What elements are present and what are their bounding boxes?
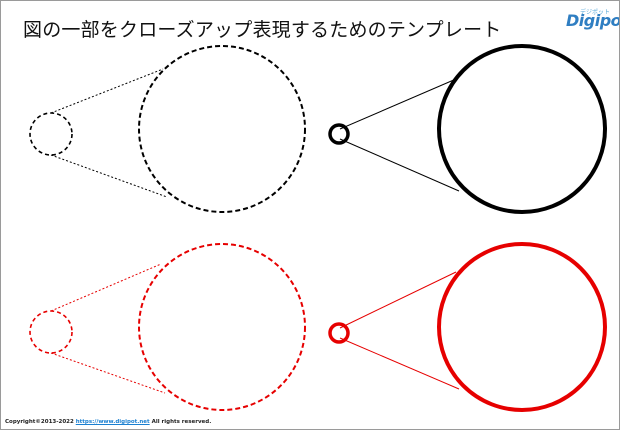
connector-line-bottom	[339, 138, 460, 192]
zoom-circle	[437, 44, 607, 214]
connector-line-top	[339, 271, 457, 329]
connector-line-top	[339, 78, 457, 130]
copyright-footer: Copyright©2013-2022 https://www.digipot.…	[5, 419, 211, 425]
closeup-black-dashed	[29, 45, 306, 213]
connector-line-top	[50, 263, 162, 312]
logo-text: Digipot	[566, 11, 619, 30]
zoom-circle	[437, 242, 607, 412]
logo: デジポット Digipot	[566, 7, 619, 37]
connector-line-bottom	[50, 352, 166, 394]
source-circle	[29, 112, 73, 156]
logo-kana: デジポット	[580, 9, 611, 16]
rights-text: All rights reserved.	[149, 419, 212, 425]
source-circle	[328, 123, 350, 145]
closeup-black-solid	[328, 44, 607, 214]
zoom-circle	[138, 243, 306, 411]
site-link[interactable]: https://www.digipot.net	[75, 419, 150, 425]
connector-line-bottom	[50, 154, 168, 198]
connector-line-top	[50, 68, 164, 114]
page-title: 図の一部をクローズアップ表現するためのテンプレート	[23, 19, 502, 41]
zoom-circle	[138, 45, 306, 213]
closeup-red-dashed	[29, 243, 306, 411]
connector-line-bottom	[339, 337, 460, 390]
copyright-text: Copyright©2013-2022	[5, 419, 76, 425]
source-circle	[328, 322, 350, 344]
source-circle	[29, 310, 73, 354]
closeup-red-solid	[328, 242, 607, 412]
